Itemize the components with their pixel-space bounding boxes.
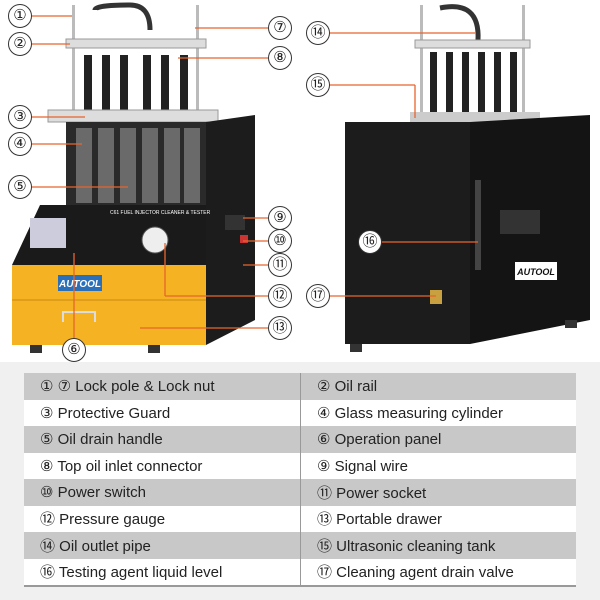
table-row: ⑫ Pressure gauge ⑬ Portable drawer xyxy=(24,505,576,532)
callout-15: ⑮ xyxy=(306,73,330,97)
legend-cell: ③ Protective Guard xyxy=(24,399,301,426)
callout-8: ⑧ xyxy=(268,46,292,70)
legend-cell: ⑬ Portable drawer xyxy=(317,511,443,529)
table-row: ⑩ Power switch ⑪ Power socket xyxy=(24,479,576,506)
legend-cell: ⑫ Pressure gauge xyxy=(24,505,301,532)
legend-cell: ② Oil rail xyxy=(317,378,378,396)
table-row: ⑭ Oil outlet pipe ⑮ Ultrasonic cleaning t… xyxy=(24,532,576,559)
callout-9: ⑨ xyxy=(268,206,292,230)
table-row: ③ Protective Guard ④ Glass measuring cyli… xyxy=(24,399,576,426)
svg-text:AUTOOL: AUTOOL xyxy=(516,267,555,277)
legend-cell: ⑭ Oil outlet pipe xyxy=(24,532,301,559)
callout-12: ⑫ xyxy=(268,284,292,308)
callout-5: ⑤ xyxy=(8,175,32,199)
legend-cell: ④ Glass measuring cylinder xyxy=(317,404,504,422)
table-row: ⑧ Top oil inlet connector ⑨ Signal wire xyxy=(24,452,576,479)
table-row: ⑯ Testing agent liquid level ⑰ Cleaning a… xyxy=(24,558,576,586)
callout-14: ⑭ xyxy=(306,21,330,45)
legend-cell: ⑥ Operation panel xyxy=(317,431,442,449)
callout-11: ⑪ xyxy=(268,253,292,277)
rear-machine: AUTOOL xyxy=(345,4,590,352)
legend-cell: ⑩ Power switch xyxy=(24,479,301,506)
callout-13: ⑬ xyxy=(268,316,292,340)
callout-6: ⑥ xyxy=(62,338,86,362)
callout-3: ③ xyxy=(8,105,32,129)
legend-cell: ⑰ Cleaning agent drain valve xyxy=(317,564,514,582)
callout-7: ⑦ xyxy=(268,16,292,40)
legend-cell: ⑮ Ultrasonic cleaning tank xyxy=(317,537,496,555)
front-machine: AUTOOL C61 FUEL INJECTOR CLEANER & TESTE… xyxy=(12,2,255,353)
parts-legend-table: ① ⑦ Lock pole & Lock nut ② Oil rail ③ Pro… xyxy=(24,373,576,587)
leader-lines xyxy=(32,15,478,338)
legend-cell: ① ⑦ Lock pole & Lock nut xyxy=(24,373,301,400)
callout-10: ⑩ xyxy=(268,229,292,253)
legend-cell: ⑨ Signal wire xyxy=(317,457,408,475)
callout-17: ⑰ xyxy=(306,284,330,308)
table-row: ① ⑦ Lock pole & Lock nut ② Oil rail xyxy=(24,373,576,400)
callout-2: ② xyxy=(8,32,32,56)
callout-4: ④ xyxy=(8,132,32,156)
machine-illustrations: AUTOOL C61 FUEL INJECTOR CLEANER & TESTE… xyxy=(12,2,590,353)
legend-cell: ⑧ Top oil inlet connector xyxy=(24,452,301,479)
callout-16: ⑯ xyxy=(358,230,382,254)
callout-1: ① xyxy=(8,4,32,28)
panel-title: C61 FUEL INJECTOR CLEANER & TESTER xyxy=(110,210,211,216)
legend-cell: ⑪ Power socket xyxy=(317,484,427,502)
table-row: ⑤ Oil drain handle ⑥ Operation panel xyxy=(24,426,576,453)
brand-logo: AUTOOL xyxy=(58,279,101,290)
legend-cell: ⑤ Oil drain handle xyxy=(24,426,301,453)
legend-cell: ⑯ Testing agent liquid level xyxy=(24,558,301,586)
